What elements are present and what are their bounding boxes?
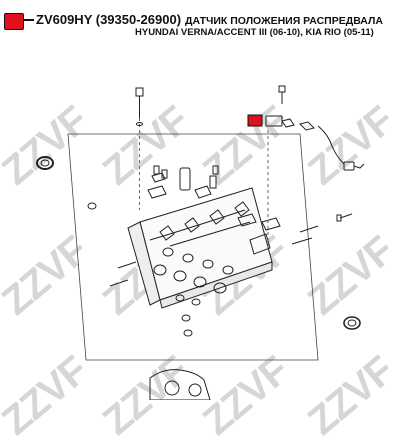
sensor-harness: [299, 121, 365, 171]
side-bolts: [109, 213, 353, 287]
exploded-diagram: [36, 85, 365, 400]
washers: [87, 202, 201, 337]
red-marker-icon: [4, 13, 24, 30]
camshaft-position-sensor: [265, 85, 295, 250]
title-line-1: ZV609HY (39350-26900)ДАТЧИК ПОЛОЖЕНИЯ РА…: [36, 11, 383, 29]
sensor-callout-marker: [247, 114, 263, 127]
marker-dash: [24, 19, 34, 21]
camshaft-caps: [147, 172, 281, 231]
oil-seal: [36, 156, 54, 170]
description-line-2: HYUNDAI VERNA/ACCENT III (06-10), KIA RI…: [135, 27, 374, 38]
diagram-frame: [67, 133, 319, 361]
header: ZV609HY (39350-26900)ДАТЧИК ПОЛОЖЕНИЯ РА…: [0, 0, 400, 44]
long-bolt: [135, 87, 144, 210]
part-code: ZV609HY (39350-26900): [36, 12, 182, 27]
description-line-1: ДАТЧИК ПОЛОЖЕНИЯ РАСПРЕДВАЛА: [185, 15, 383, 27]
cylinder-head: [127, 187, 273, 309]
head-gasket: [149, 369, 211, 400]
end-plug: [343, 316, 361, 330]
valve-tappets: [153, 165, 219, 191]
